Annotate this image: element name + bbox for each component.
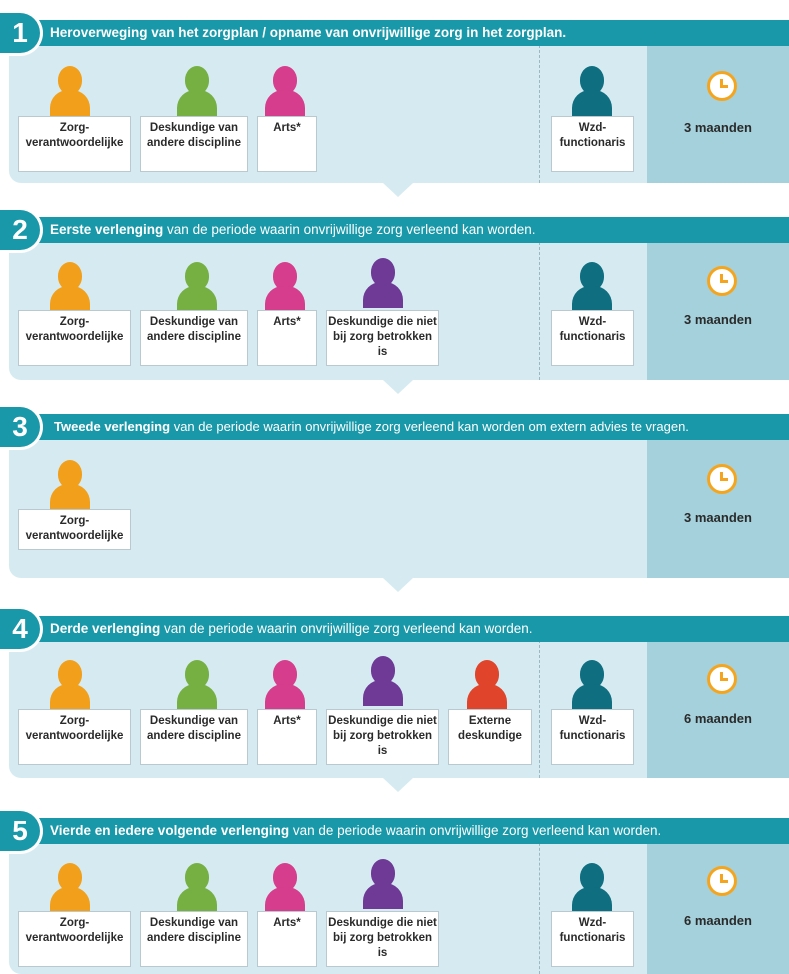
clock-icon [707, 71, 737, 101]
step-title: Tweede verlenging van de periode waarin … [54, 419, 689, 434]
step-title: Eerste verlenging van de periode waarin … [50, 222, 536, 237]
person-zorgverantwoordelijke-icon [50, 861, 90, 913]
person-wzd-icon [572, 64, 612, 116]
role-label: Zorg-verantwoordelijke [18, 116, 131, 172]
role-label: Deskundige van andere discipline [140, 911, 248, 967]
step-panel [9, 635, 789, 778]
duration-box [647, 635, 789, 778]
step-panel [9, 435, 789, 578]
person-arts-icon [265, 861, 305, 913]
flow-arrow [383, 183, 413, 197]
person-zorgverantwoordelijke-icon [50, 458, 90, 510]
person-zorgverantwoordelijke-icon [50, 64, 90, 116]
duration-box [647, 40, 789, 183]
role-label: Zorg-verantwoordelijke [18, 911, 131, 967]
role-label: Arts* [257, 310, 317, 366]
role-label: Deskundige van andere discipline [140, 709, 248, 765]
role-label: Deskundige die niet bij zorg betrokken i… [326, 709, 439, 765]
step-panel [9, 40, 789, 183]
person-wzd-icon [572, 260, 612, 312]
role-label: Wzd-functionaris [551, 116, 634, 172]
person-niet-betrokken-icon [363, 256, 403, 308]
person-arts-icon [265, 260, 305, 312]
step-header: 5 Vierde en iedere volgende verlenging v… [0, 811, 789, 851]
person-niet-betrokken-icon [363, 654, 403, 706]
step-number: 5 [0, 811, 40, 851]
person-deskundige-icon [177, 861, 217, 913]
person-deskundige-icon [177, 658, 217, 710]
duration-label: 6 maanden [684, 711, 752, 726]
duration-box [647, 838, 789, 974]
role-label: Deskundige van andere discipline [140, 310, 248, 366]
flow-arrow [383, 578, 413, 592]
divider [539, 40, 540, 183]
flow-arrow [383, 380, 413, 394]
duration-label: 3 maanden [684, 312, 752, 327]
person-arts-icon [265, 658, 305, 710]
person-zorgverantwoordelijke-icon [50, 260, 90, 312]
role-label: Wzd-functionaris [551, 911, 634, 967]
role-label: Zorg-verantwoordelijke [18, 310, 131, 366]
step-header: 2 Eerste verlenging van de periode waari… [0, 210, 789, 250]
person-zorgverantwoordelijke-icon [50, 658, 90, 710]
role-label: Arts* [257, 116, 317, 172]
role-label: Arts* [257, 911, 317, 967]
divider [539, 237, 540, 380]
divider [539, 635, 540, 778]
role-label: Externe deskundige [448, 709, 532, 765]
divider [539, 838, 540, 974]
person-deskundige-icon [177, 64, 217, 116]
role-label: Deskundige van andere discipline [140, 116, 248, 172]
clock-icon [707, 866, 737, 896]
role-label: Deskundige die niet bij zorg betrokken i… [326, 310, 439, 366]
role-label: Zorg-verantwoordelijke [18, 709, 131, 765]
step-header: 3 Tweede verlenging van de periode waari… [0, 407, 789, 447]
role-label: Deskundige die niet bij zorg betrokken i… [326, 911, 439, 967]
person-arts-icon [265, 64, 305, 116]
flow-arrow [383, 778, 413, 792]
role-label: Wzd-functionaris [551, 709, 634, 765]
step-title: Heroverweging van het zorgplan / opname … [50, 25, 567, 40]
step-title: Derde verlenging van de periode waarin o… [50, 621, 533, 636]
step-header: 4 Derde verlenging van de periode waarin… [0, 609, 789, 649]
clock-icon [707, 664, 737, 694]
duration-box [647, 237, 789, 380]
step-number: 1 [0, 13, 40, 53]
duration-label: 6 maanden [684, 913, 752, 928]
person-wzd-icon [572, 658, 612, 710]
clock-icon [707, 266, 737, 296]
step-number: 4 [0, 609, 40, 649]
step-title: Vierde en iedere volgende verlenging van… [50, 823, 662, 838]
person-extern-icon [467, 658, 507, 710]
step-number: 2 [0, 210, 40, 250]
person-wzd-icon [572, 861, 612, 913]
role-label: Zorg-verantwoordelijke [18, 509, 131, 550]
duration-label: 3 maanden [684, 120, 752, 135]
clock-icon [707, 464, 737, 494]
step-number: 3 [0, 407, 40, 447]
duration-label: 3 maanden [684, 510, 752, 525]
role-label: Wzd-functionaris [551, 310, 634, 366]
step-header: 1 Heroverweging van het zorgplan / opnam… [0, 13, 789, 53]
duration-box [647, 435, 789, 578]
role-label: Arts* [257, 709, 317, 765]
person-deskundige-icon [177, 260, 217, 312]
person-niet-betrokken-icon [363, 857, 403, 909]
